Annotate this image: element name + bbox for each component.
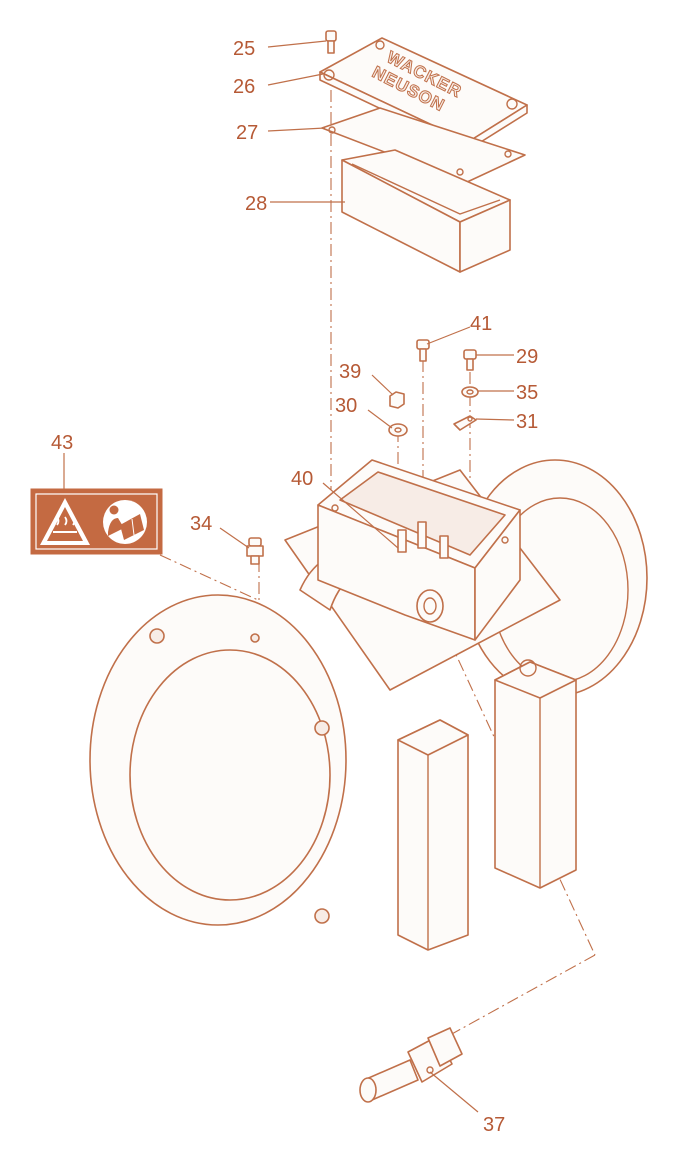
terminal-lug-31	[453, 415, 477, 431]
cover-screw	[325, 30, 337, 54]
warning-label	[30, 488, 163, 555]
callout-37: 37	[483, 1114, 505, 1136]
callout-28: 28	[245, 193, 267, 215]
washer-35	[461, 386, 479, 398]
callout-31: 31	[516, 411, 538, 433]
cable-gland	[359, 1027, 463, 1103]
callout-34: 34	[190, 513, 212, 535]
callout-29: 29	[516, 346, 538, 368]
callout-41: 41	[470, 313, 492, 335]
screw-41	[416, 339, 430, 362]
callout-26: 26	[233, 76, 255, 98]
washer-30	[388, 423, 408, 437]
callout-25: 25	[233, 38, 255, 60]
callout-39: 39	[339, 361, 361, 383]
callout-labels: 25 26 27 28 41 29 39 35 30 31 43 40 34 3…	[51, 38, 538, 1136]
hot-surface-warning-icon	[40, 498, 90, 545]
terminal-box	[317, 459, 521, 641]
nut-39	[389, 391, 405, 409]
read-manual-icon	[103, 500, 147, 544]
terminal-frame	[341, 149, 511, 273]
callout-35: 35	[516, 382, 538, 404]
callout-43: 43	[51, 432, 73, 454]
grease-nipple	[246, 537, 264, 565]
callout-40: 40	[291, 468, 313, 490]
leader-lines	[63, 40, 515, 1113]
callout-30: 30	[335, 395, 357, 417]
callout-27: 27	[236, 122, 258, 144]
screw-29	[463, 349, 477, 371]
